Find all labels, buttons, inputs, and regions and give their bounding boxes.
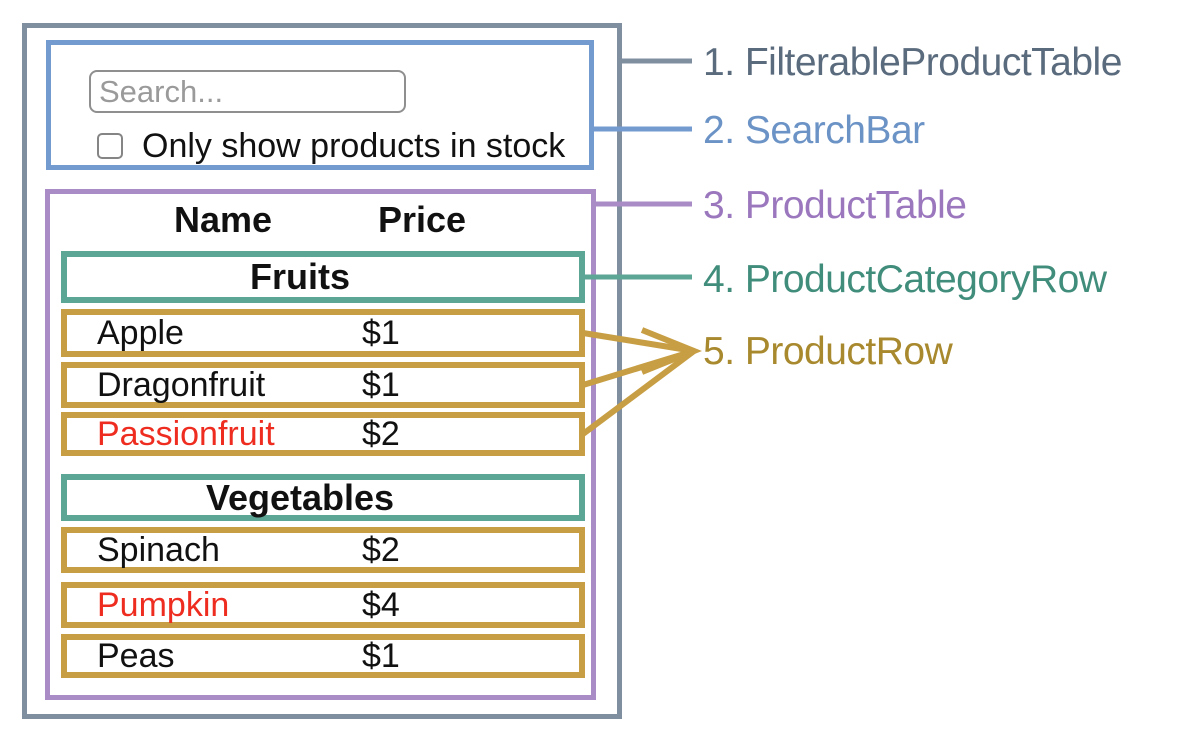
product-row-dragonfruit: Dragonfruit $1 <box>61 362 585 408</box>
legend-product-table: 3. ProductTable <box>703 184 967 227</box>
product-name: Spinach <box>97 530 220 569</box>
column-header-price: Price <box>377 199 467 240</box>
in-stock-checkbox-label: Only show products in stock <box>142 127 566 165</box>
product-name: Dragonfruit <box>97 365 266 404</box>
legend-search-bar: 2. SearchBar <box>703 109 925 152</box>
product-name: Pumpkin <box>97 585 230 624</box>
product-category-row-vegetables: Vegetables <box>61 474 585 521</box>
search-input[interactable] <box>89 70 406 113</box>
product-name: Passionfruit <box>97 414 275 453</box>
category-label: Vegetables <box>205 476 395 518</box>
product-row-peas: Peas $1 <box>61 634 585 678</box>
product-price: $2 <box>362 414 400 453</box>
product-name: Apple <box>97 313 184 352</box>
product-name: Peas <box>97 636 175 675</box>
product-row-passionfruit: Passionfruit $2 <box>61 412 585 456</box>
category-label: Fruits <box>249 256 350 297</box>
column-header-name: Name <box>173 199 273 240</box>
product-price: $4 <box>362 585 400 624</box>
product-price: $2 <box>362 530 400 569</box>
product-row-spinach: Spinach $2 <box>61 527 585 573</box>
product-row-pumpkin: Pumpkin $4 <box>61 582 585 628</box>
product-price: $1 <box>362 636 400 675</box>
legend-product-row: 5. ProductRow <box>703 330 953 373</box>
product-category-row-fruits: Fruits <box>61 251 585 303</box>
legend-filterable-product-table: 1. FilterableProductTable <box>703 41 1122 84</box>
in-stock-checkbox[interactable] <box>97 133 123 159</box>
product-price: $1 <box>362 365 400 404</box>
legend-product-category-row: 4. ProductCategoryRow <box>703 258 1107 301</box>
product-price: $1 <box>362 313 400 352</box>
arrowhead-product-row <box>640 327 703 375</box>
product-row-apple: Apple $1 <box>61 309 585 357</box>
